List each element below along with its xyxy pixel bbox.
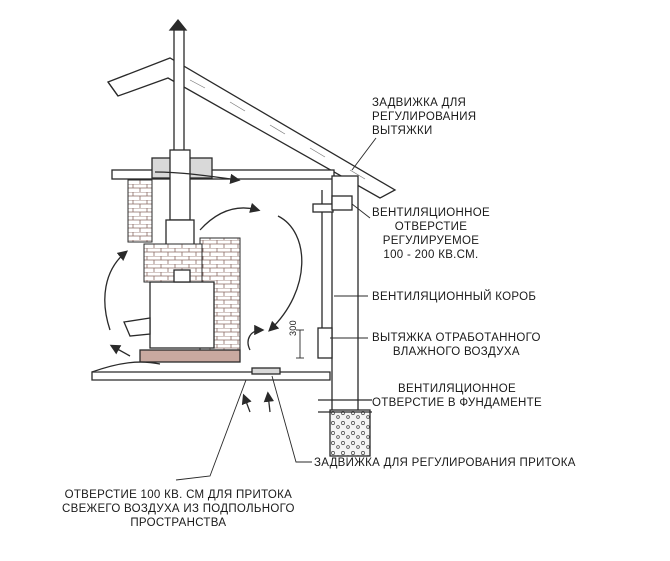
dimension-label: 300	[288, 320, 298, 336]
vent-opening-label: ВЕНТИЛЯЦИОННОЕ ОТВЕРСТИЕ РЕГУЛИРУЕМОЕ 10…	[372, 207, 490, 261]
leader-lines	[175, 137, 377, 481]
roof	[106, 57, 397, 199]
brick-wall-top	[143, 243, 203, 283]
dimension-mark	[296, 329, 304, 359]
foundation	[318, 399, 372, 457]
airflow-arrows	[104, 171, 303, 413]
floor	[91, 361, 331, 381]
damper-inflow-label: ЗАДВИЖКА ДЛЯ РЕГУЛИРОВАНИЯ ПРИТОКА	[314, 457, 576, 469]
chimney-pipe	[165, 18, 195, 261]
exhaust-air-label: ВЫТЯЖКА ОТРАБОТАННОГО ВЛАЖНОГО ВОЗДУХА	[372, 332, 541, 358]
vent-duct-label: ВЕНТИЛЯЦИОННЫЙ КОРОБ	[372, 291, 537, 303]
sauna-stove	[123, 269, 241, 363]
vent-duct-wall	[312, 175, 359, 427]
brick-wall-left	[127, 179, 153, 243]
ceiling	[111, 157, 335, 180]
foundation-opening-label: ВЕНТИЛЯЦИОННОЕ ОТВЕРСТИЕ В ФУНДАМЕНТЕ	[372, 383, 542, 409]
fresh-air-inlet-label: ОТВЕРСТИЕ 100 КВ. СМ ДЛЯ ПРИТОКА СВЕЖЕГО…	[62, 489, 295, 529]
damper-exhaust-label: ЗАДВИЖКА ДЛЯ РЕГУЛИРОВАНИЯ ВЫТЯЖКИ	[372, 97, 477, 137]
